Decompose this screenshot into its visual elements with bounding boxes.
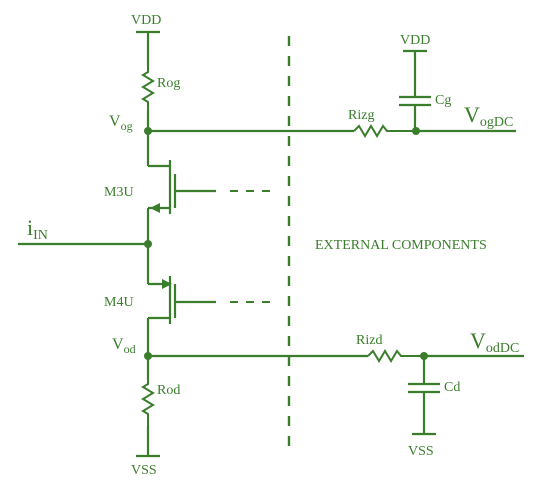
cg-capacitor [399,49,431,131]
m4u-transistor [146,244,216,356]
rog-resistor [141,66,155,110]
vss-bottom-supply [136,426,160,458]
rod-resistor [141,380,155,426]
vdd-cap-label: VDD [400,33,430,48]
rizd-resistor [367,349,424,363]
rizg-label: Rizg [348,108,374,123]
voddc-label: VodDC [470,328,519,356]
vss-bottom-label: VSS [131,463,157,478]
vog-label: Vog [109,113,133,133]
m3u-label: M3U [104,185,134,200]
cd-capacitor [408,356,440,436]
rizd-label: Rizd [356,333,382,348]
vdd-top-supply [136,30,160,66]
vod-label: Vod [112,336,136,356]
rizg-resistor [353,124,416,138]
rod-label: Rod [157,383,180,398]
vdd-top-label: VDD [131,13,161,28]
vogdc-label: VogDC [464,102,513,130]
iin-label: iIN [27,215,48,243]
external-components-label: EXTERNAL COMPONENTS [315,238,487,253]
m3u-transistor [146,160,216,244]
cg-label: Cg [435,93,451,108]
cd-label: Cd [444,380,460,395]
m4u-label: M4U [104,295,134,310]
vss-cap-label: VSS [408,444,434,459]
rog-label: Rog [157,76,180,91]
